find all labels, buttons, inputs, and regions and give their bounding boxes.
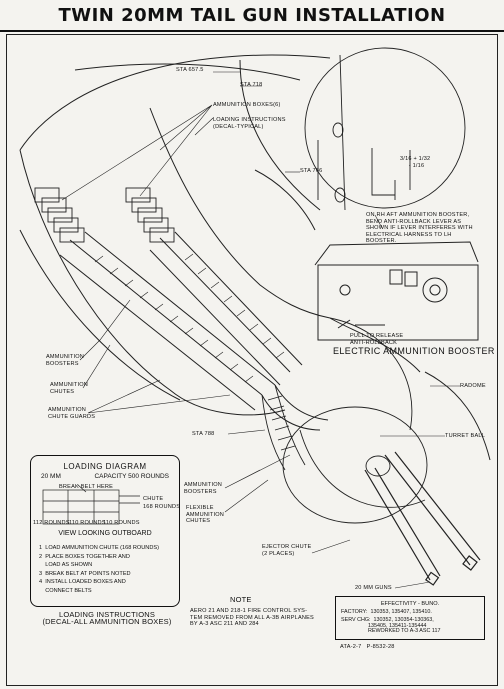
- ammo-boxes-right: [125, 187, 175, 243]
- callout-flexible-chutes: FLEXIBLE AMMUNITION CHUTES: [186, 505, 225, 524]
- loading-steps: 1 LOAD AMMUNITION CHUTE (168 ROUNDS) 2 P…: [39, 545, 159, 594]
- callout-sta-766: STA 766: [300, 168, 323, 174]
- loading-diagram-sketch: [42, 484, 140, 525]
- callout-ammo-boosters-low: AMMUNITION BOOSTERS: [184, 482, 223, 495]
- callout-ammo-chute-guards: AMMUNITION CHUTE GUARDS: [48, 407, 96, 420]
- callout-radome: RADOME: [460, 383, 486, 389]
- chute-label: CHUTE: [143, 496, 164, 502]
- note-heading: NOTE: [230, 595, 252, 604]
- callout-turret-ball: TURRET BALL: [445, 433, 486, 439]
- callout-booster-note: ON RH AFT AMMUNITION BOOSTER, BEND ANTI-…: [366, 212, 473, 244]
- callout-ejector-chute: EJECTOR CHUTE (2 PLACES): [262, 544, 312, 557]
- detail-circle: [304, 47, 466, 211]
- loading-diagram-panel: LOADING DIAGRAM 20 MM CAPACITY 500 ROUND…: [30, 455, 180, 607]
- ammo-boxes-left: [34, 187, 85, 243]
- chute-rounds: 168 ROUNDS: [143, 504, 181, 510]
- loading-capacity: CAPACITY 500 ROUNDS: [94, 473, 169, 480]
- note-text: AERO 21 AND 218-1 FIRE CONTROL SYS- TEM …: [190, 608, 314, 627]
- loading-caliber: 20 MM: [41, 473, 61, 480]
- callout-detail-dimension: 3/16 + 1/32 - 1/16: [400, 156, 431, 169]
- leader-lines: [61, 71, 460, 589]
- flexible-chutes: [261, 384, 306, 471]
- guns: [364, 451, 481, 586]
- footer-ref: ATA-2-7 P-8532-28: [340, 644, 395, 650]
- break-belt-label: BREAK BELT HERE: [59, 484, 114, 490]
- callout-ammo-boxes: AMMUNITION BOXES(6): [213, 102, 281, 108]
- callout-loading-instructions: LOADING INSTRUCTIONS (DECAL-TYPICAL): [213, 117, 286, 130]
- ammo-chutes: [59, 231, 329, 431]
- effectivity-factory: FACTORY: 130353, 135407, 135410.: [341, 609, 432, 615]
- callout-sta-6575: STA 657.5: [176, 67, 204, 73]
- rounds-box-3: 110 ROUNDS: [103, 520, 140, 526]
- loading-diagram-heading: LOADING DIAGRAM: [63, 462, 147, 471]
- callout-sta-788: STA 788: [192, 431, 215, 437]
- callout-ammo-chutes: AMMUNITION CHUTES: [50, 382, 89, 395]
- fuselage-outline: [19, 54, 491, 461]
- callout-sta-718: STA 718: [240, 82, 263, 88]
- callout-pull-release: PULL TO RELEASE ANTI-ROLLBACK: [350, 333, 404, 346]
- loading-view-label: VIEW LOOKING OUTBOARD: [58, 530, 152, 537]
- effectivity-heading: EFFECTIVITY - BUNO.: [380, 601, 440, 607]
- electric-booster: [314, 241, 479, 341]
- callout-20mm-guns: 20 MM GUNS: [355, 585, 392, 591]
- loading-instructions-caption: LOADING INSTRUCTIONS (DECAL-ALL AMMUNITI…: [42, 610, 172, 626]
- page-title: TWIN 20MM TAIL GUN INSTALLATION: [0, 0, 504, 32]
- rounds-box-1: 112 ROUNDS: [33, 520, 70, 526]
- effectivity-serv-chg: SERV CHG: 130352, 130354-130363, 135405,…: [341, 617, 441, 635]
- electric-booster-caption: ELECTRIC AMMUNITION BOOSTER: [333, 346, 495, 356]
- chute-ticks: [94, 253, 285, 383]
- diagram-frame: [6, 34, 498, 686]
- callout-ammo-boosters-top: AMMUNITION BOOSTERS: [46, 354, 85, 367]
- rounds-box-2: 110 ROUNDS: [69, 520, 106, 526]
- effectivity-box: EFFECTIVITY - BUNO. FACTORY: 130353, 135…: [335, 596, 485, 640]
- radome-turret: [282, 317, 428, 524]
